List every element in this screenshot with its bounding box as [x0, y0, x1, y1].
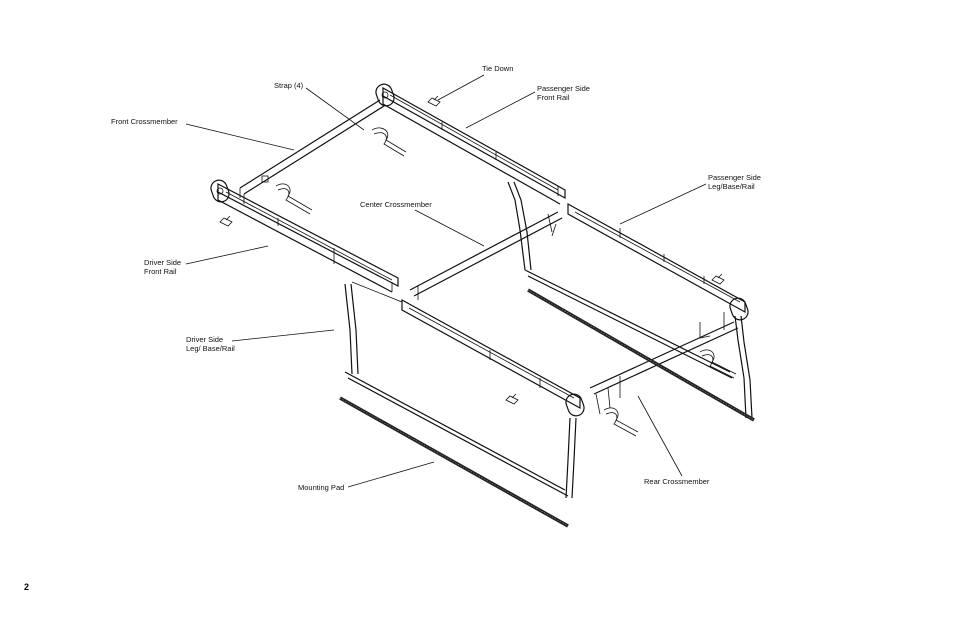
driver-side-front-rail [210, 179, 399, 293]
label-passenger-leg-1: Passenger Side [708, 173, 761, 182]
tie-down-icon [219, 95, 725, 405]
center-crossmember [409, 211, 563, 300]
label-driver-leg-2: Leg/ Base/Rail [186, 344, 235, 353]
label-passenger-front-1: Passenger Side [537, 84, 590, 93]
label-passenger-front-2: Front Rail [537, 93, 570, 102]
label-driver-front-1: Driver Side [144, 258, 182, 267]
rear-crossmember [589, 312, 739, 415]
leader-lines [185, 74, 707, 488]
label-tie-down: Tie Down [482, 64, 514, 73]
label-strap: Strap (4) [274, 81, 304, 90]
passenger-side-leg-base-rail [507, 181, 753, 419]
driver-side-leg-base-rail [344, 281, 585, 499]
passenger-side-front-rail [375, 83, 566, 205]
strap-icon [275, 127, 737, 437]
front-crossmember [239, 99, 385, 204]
mounting-pad-driver [339, 396, 569, 528]
mounting-pad-passenger [527, 288, 755, 422]
label-passenger-leg-2: Leg/Base/Rail [708, 182, 755, 191]
label-driver-front-2: Front Rail [144, 267, 177, 276]
label-front-crossmember: Front Crossmember [111, 117, 178, 126]
label-mounting-pad: Mounting Pad [298, 483, 345, 492]
label-rear-crossmember: Rear Crossmember [644, 477, 710, 486]
label-driver-leg-1: Driver Side [186, 335, 224, 344]
page-number: 2 [24, 582, 30, 592]
label-center-crossmember: Center Crossmember [360, 200, 432, 209]
